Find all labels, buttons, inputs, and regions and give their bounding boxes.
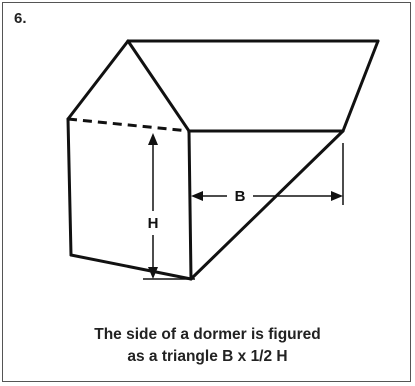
figure-number: 6. [14, 10, 27, 27]
figure-caption: The side of a dormer is figured as a tri… [3, 324, 412, 368]
hidden-edge [67, 117, 190, 133]
base-label: B [235, 188, 246, 205]
front-bottom-edge [69, 253, 193, 281]
roof-front-left-slope [66, 39, 130, 121]
h-arrow-top [148, 133, 158, 145]
b-arrow-right [331, 191, 343, 201]
figure-panel: 6. H [2, 2, 411, 382]
dormer-diagram: H B [66, 39, 380, 281]
roof-front-right-slope [126, 39, 191, 133]
height-label: H [148, 215, 159, 232]
front-right-edge [187, 129, 193, 281]
caption-line-2: as a triangle B x 1/2 H [127, 348, 288, 365]
b-arrow-left [191, 191, 203, 201]
h-arrow-bottom [148, 267, 158, 279]
front-left-edge [66, 117, 73, 257]
roof-right-edge [341, 39, 380, 133]
caption-line-1: The side of a dormer is figured [94, 326, 321, 343]
side-hypotenuse [189, 129, 345, 281]
